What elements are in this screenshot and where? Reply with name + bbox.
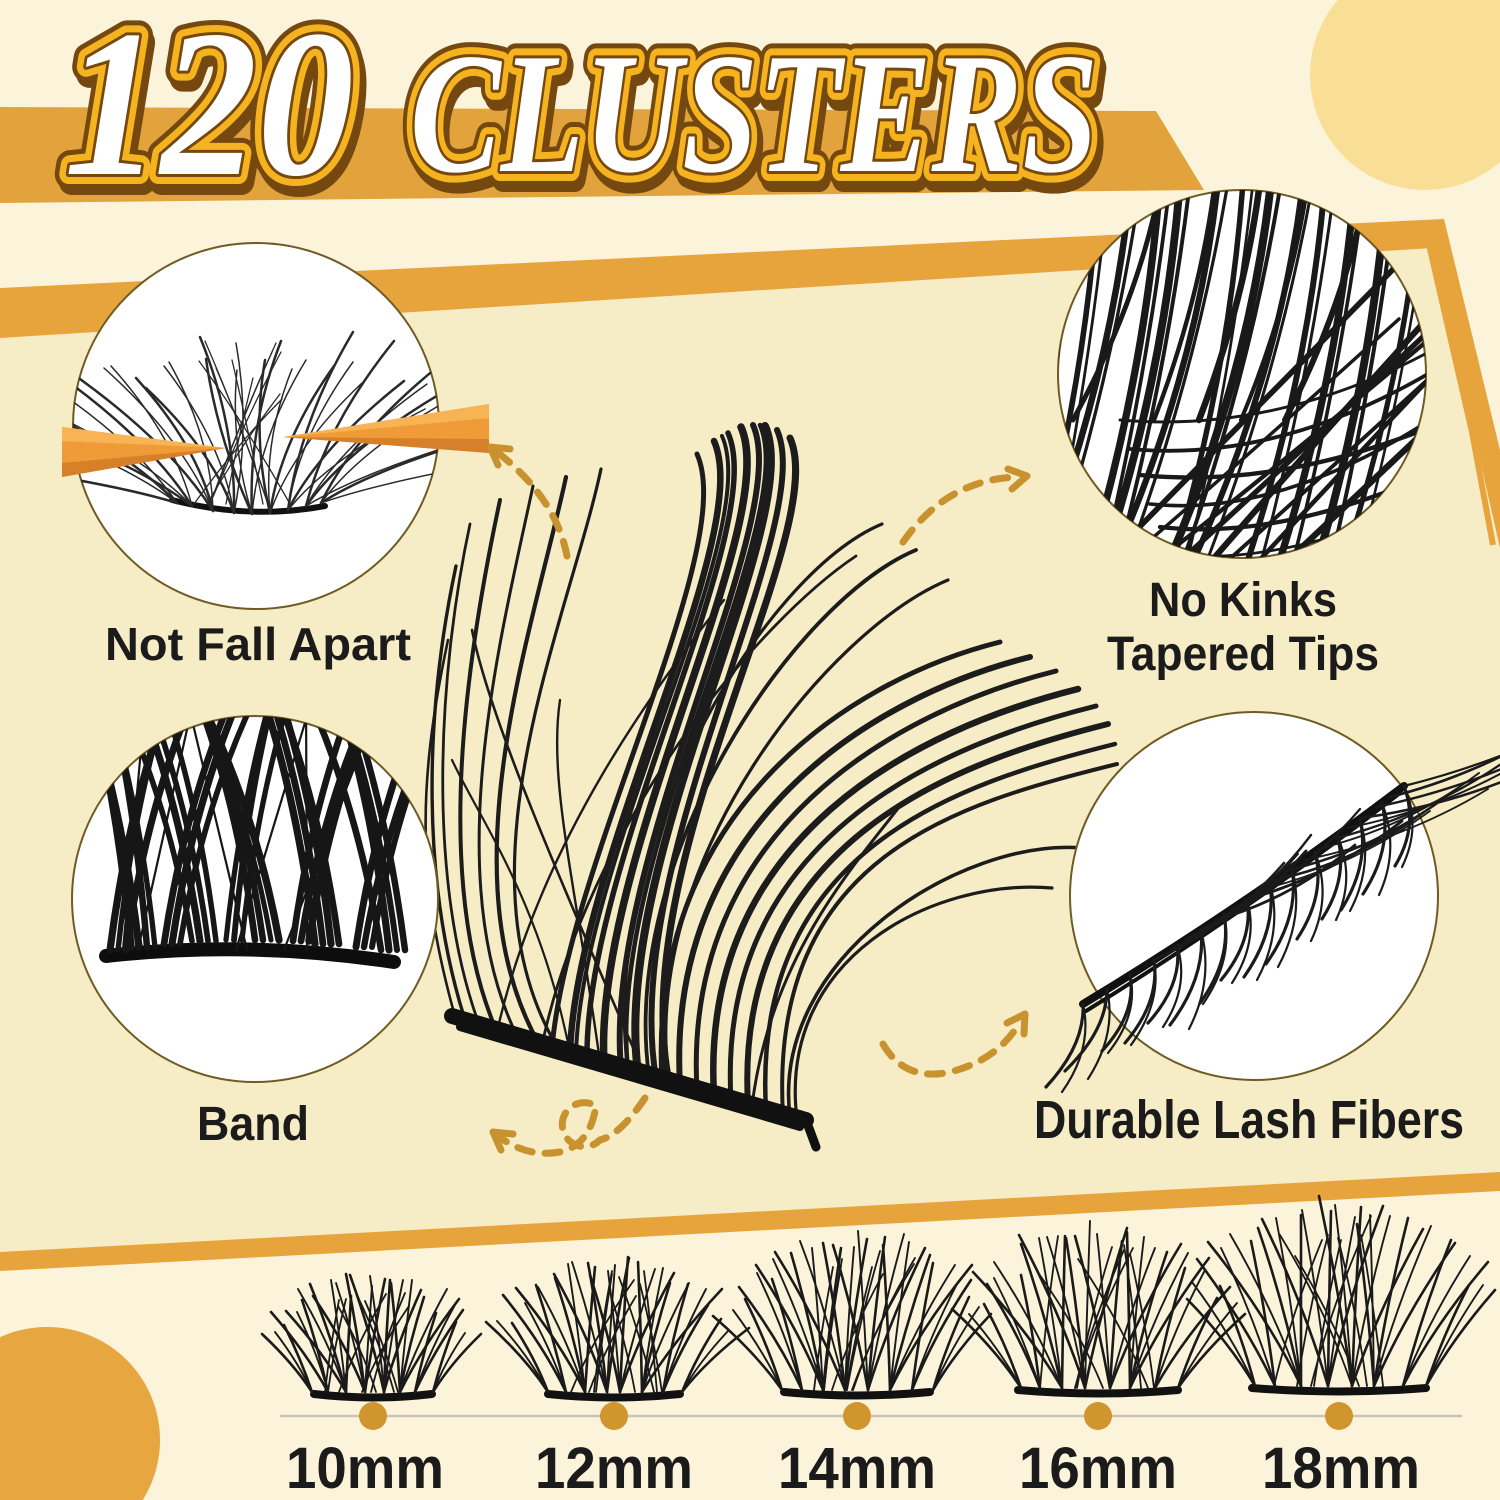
svg-text:10mm: 10mm [286, 1436, 444, 1500]
svg-text:12mm: 12mm [535, 1436, 693, 1500]
svg-text:CLUSTERS: CLUSTERS [413, 26, 1101, 216]
svg-text:Band: Band [197, 1098, 309, 1151]
svg-text:CLUSTERS: CLUSTERS [410, 19, 1098, 209]
svg-text:CLUSTERS: CLUSTERS [410, 19, 1098, 209]
svg-text:120: 120 [64, 0, 354, 220]
svg-text:CLUSTERS: CLUSTERS [410, 19, 1098, 209]
svg-text:120: 120 [64, 0, 354, 220]
svg-text:Tapered Tips: Tapered Tips [1107, 628, 1379, 681]
svg-text:120: 120 [67, 0, 357, 227]
svg-text:Durable Lash Fibers: Durable Lash Fibers [1034, 1090, 1464, 1150]
svg-text:14mm: 14mm [778, 1436, 936, 1500]
svg-text:16mm: 16mm [1019, 1436, 1177, 1500]
svg-text:No Kinks: No Kinks [1149, 574, 1337, 627]
svg-text:120: 120 [64, 0, 354, 220]
svg-text:120: 120 [64, 0, 354, 220]
svg-text:Not Fall Apart: Not Fall Apart [105, 618, 411, 670]
svg-text:18mm: 18mm [1262, 1436, 1420, 1500]
svg-text:CLUSTERS: CLUSTERS [410, 19, 1098, 209]
